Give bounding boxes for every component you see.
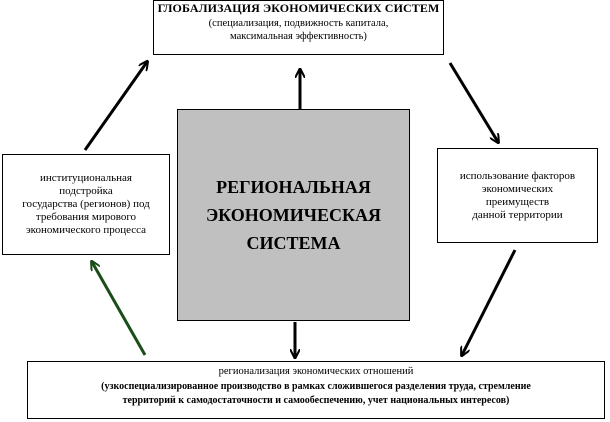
regionalization-title: регионализация экономических отношений <box>218 366 414 377</box>
right-line1: использование факторов <box>459 169 576 182</box>
globalization-subtitle-line1: (специализация, подвижность капитала, <box>208 18 389 29</box>
arrow-top-to-right <box>448 62 498 142</box>
regionalization-detail-line2: территорий к самодостаточности и самообе… <box>122 395 510 406</box>
left-line5: экономического процесса <box>25 224 147 236</box>
globalization-box: ГЛОБАЛИЗАЦИЯ ЭКОНОМИЧЕСКИХ СИСТЕМ (специ… <box>153 0 444 55</box>
right-line2: экономических <box>481 182 554 195</box>
right-line4: данной территории <box>472 208 563 221</box>
regionalization-box: регионализация экономических отношений (… <box>27 361 605 419</box>
regional-economic-system-title: РЕГИОНАЛЬНАЯ ЭКОНОМИЧЕСКАЯ СИСТЕМА <box>205 177 382 253</box>
left-line1: институциональная <box>40 172 132 184</box>
arrow-left-to-top <box>83 62 147 151</box>
left-line2: подстройка <box>59 185 113 197</box>
arrow-right-to-bottom <box>462 249 517 355</box>
factor-advantages-box: использование факторов экономических пре… <box>437 148 598 243</box>
regionalization-detail-line1: (узкоспециализированное производство в р… <box>101 381 531 392</box>
institutional-adjustment-box: институциональная подстройка государства… <box>2 154 170 255</box>
left-line4: требования мирового <box>35 211 137 223</box>
left-line3: государства (регионов) под <box>22 198 150 210</box>
arrow-bottom-to-left <box>92 262 147 356</box>
globalization-title: ГЛОБАЛИЗАЦИЯ ЭКОНОМИЧЕСКИХ СИСТЕМ <box>157 1 440 15</box>
globalization-subtitle-line2: максимальная эффективность) <box>230 31 367 42</box>
right-line3: преимуществ <box>485 195 550 208</box>
regional-economic-system-box: РЕГИОНАЛЬНАЯ ЭКОНОМИЧЕСКАЯ СИСТЕМА <box>177 109 410 321</box>
